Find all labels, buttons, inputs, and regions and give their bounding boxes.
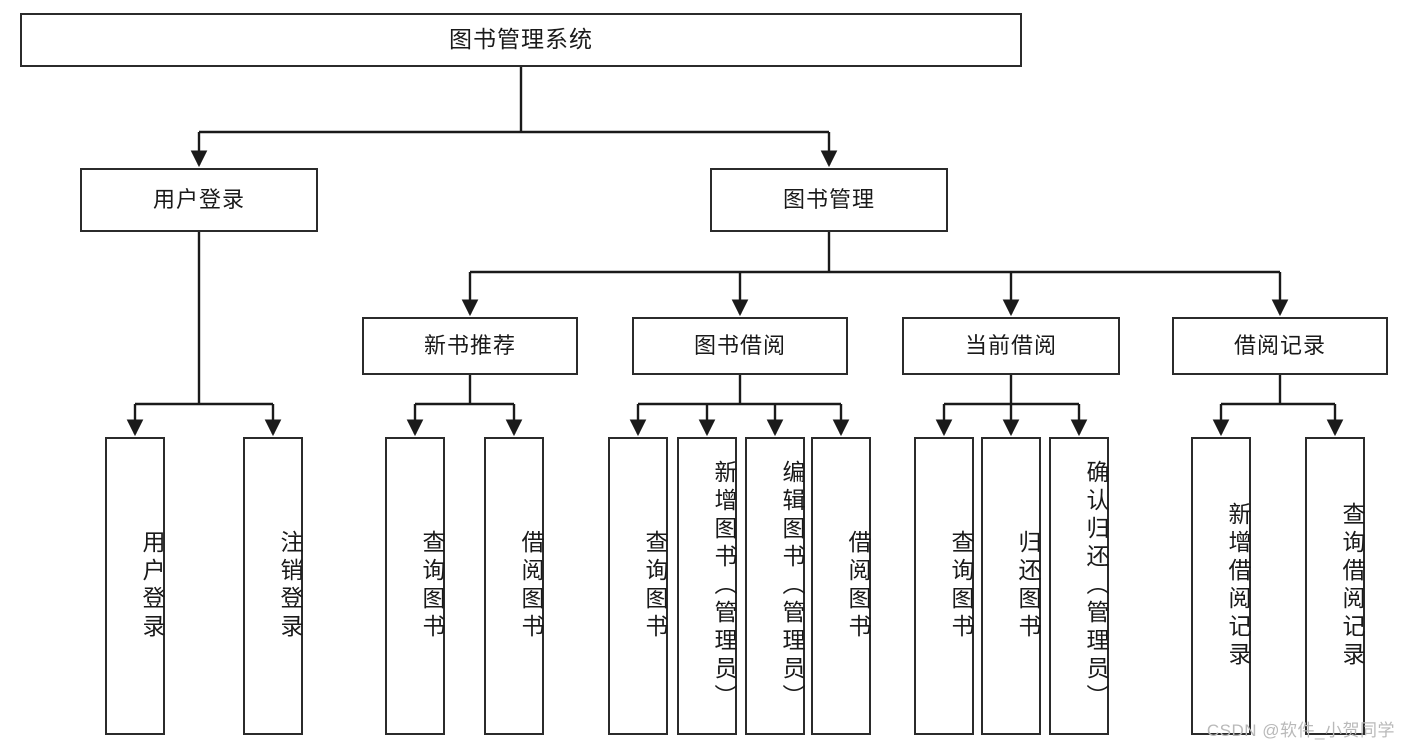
- node-label: 注销登录: [277, 530, 303, 642]
- leaf-return-book[interactable]: 归还图书: [981, 437, 1041, 735]
- node-label: 查询借阅记录: [1339, 502, 1365, 670]
- leaf-borrow-book-2[interactable]: 借阅图书: [811, 437, 871, 735]
- leaf-logout-login[interactable]: 注销登录: [243, 437, 303, 735]
- watermark: CSDN @软件_小贺同学: [1206, 721, 1395, 740]
- leaf-confirm-return[interactable]: 确认归还（管理员）: [1049, 437, 1109, 735]
- leaf-user-login[interactable]: 用户登录: [105, 437, 165, 735]
- node-current-borrow[interactable]: 当前借阅: [902, 317, 1120, 375]
- node-label: 借阅图书: [518, 530, 544, 642]
- node-new-book-recommend[interactable]: 新书推荐: [362, 317, 578, 375]
- node-label: 查询图书: [419, 530, 445, 642]
- node-label: 图书管理系统: [449, 26, 593, 53]
- node-root-system[interactable]: 图书管理系统: [20, 13, 1022, 67]
- node-label: 借阅图书: [845, 530, 871, 642]
- node-label: 新增借阅记录: [1225, 502, 1251, 670]
- leaf-query-book-2[interactable]: 查询图书: [608, 437, 668, 735]
- node-label: 新书推荐: [423, 332, 516, 358]
- node-label: 查询图书: [642, 530, 668, 642]
- node-label: 用户登录: [152, 186, 245, 212]
- leaf-query-book-1[interactable]: 查询图书: [385, 437, 445, 735]
- node-label: 确认归还（管理员）: [1083, 460, 1109, 712]
- node-label: 新增图书（管理员）: [711, 460, 737, 712]
- node-label: 图书借阅: [693, 332, 786, 358]
- node-user-login[interactable]: 用户登录: [80, 168, 318, 232]
- node-book-borrow[interactable]: 图书借阅: [632, 317, 848, 375]
- leaf-add-book[interactable]: 新增图书（管理员）: [677, 437, 737, 735]
- node-label: 编辑图书（管理员）: [779, 460, 805, 712]
- leaf-borrow-book-1[interactable]: 借阅图书: [484, 437, 544, 735]
- node-label: 用户登录: [139, 530, 165, 642]
- node-label: 借阅记录: [1233, 332, 1326, 358]
- node-label: 图书管理: [782, 186, 875, 212]
- node-label: 当前借阅: [964, 332, 1057, 358]
- node-borrow-record[interactable]: 借阅记录: [1172, 317, 1388, 375]
- leaf-edit-book[interactable]: 编辑图书（管理员）: [745, 437, 805, 735]
- node-book-manage[interactable]: 图书管理: [710, 168, 948, 232]
- leaf-query-book-3[interactable]: 查询图书: [914, 437, 974, 735]
- node-label: 查询图书: [948, 530, 974, 642]
- node-label: 归还图书: [1015, 530, 1041, 642]
- leaf-query-record[interactable]: 查询借阅记录: [1305, 437, 1365, 735]
- leaf-add-record[interactable]: 新增借阅记录: [1191, 437, 1251, 735]
